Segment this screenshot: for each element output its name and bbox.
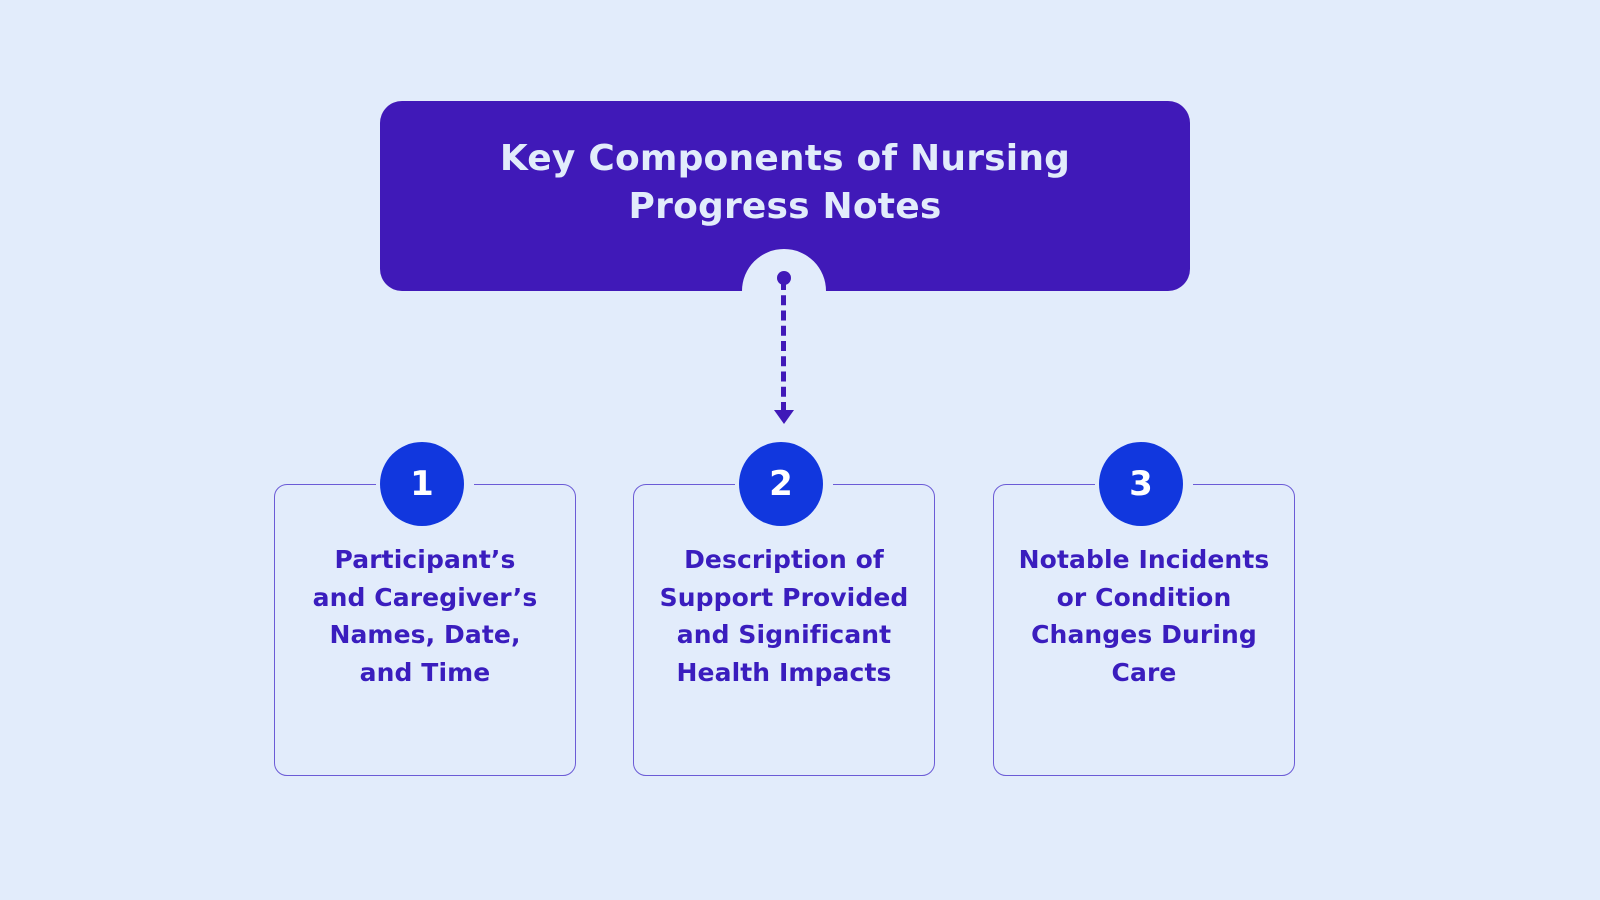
cards-row: 1 Participant’s and Caregiver’s Names, D… (0, 436, 1600, 781)
card-item[interactable]: 3 Notable Incidents or Condition Changes… (993, 436, 1295, 781)
card-label: Description of Support Provided and Sign… (659, 545, 909, 687)
connector-arrow-group (764, 268, 804, 428)
card-number-badge: 3 (1099, 442, 1183, 526)
card-number-badge: 2 (739, 442, 823, 526)
arrow-down-icon (774, 410, 794, 424)
connector-dashed-line (781, 280, 786, 412)
card-number-badge: 1 (380, 442, 464, 526)
connector-origin-dot (777, 271, 791, 285)
card-label: Notable Incidents or Condition Changes D… (1018, 545, 1270, 687)
card-item[interactable]: 2 Description of Support Provided and Si… (633, 436, 935, 781)
card-item[interactable]: 1 Participant’s and Caregiver’s Names, D… (274, 436, 576, 781)
page-title: Key Components of Nursing Progress Notes (499, 138, 1071, 227)
card-label: Participant’s and Caregiver’s Names, Dat… (312, 545, 538, 687)
